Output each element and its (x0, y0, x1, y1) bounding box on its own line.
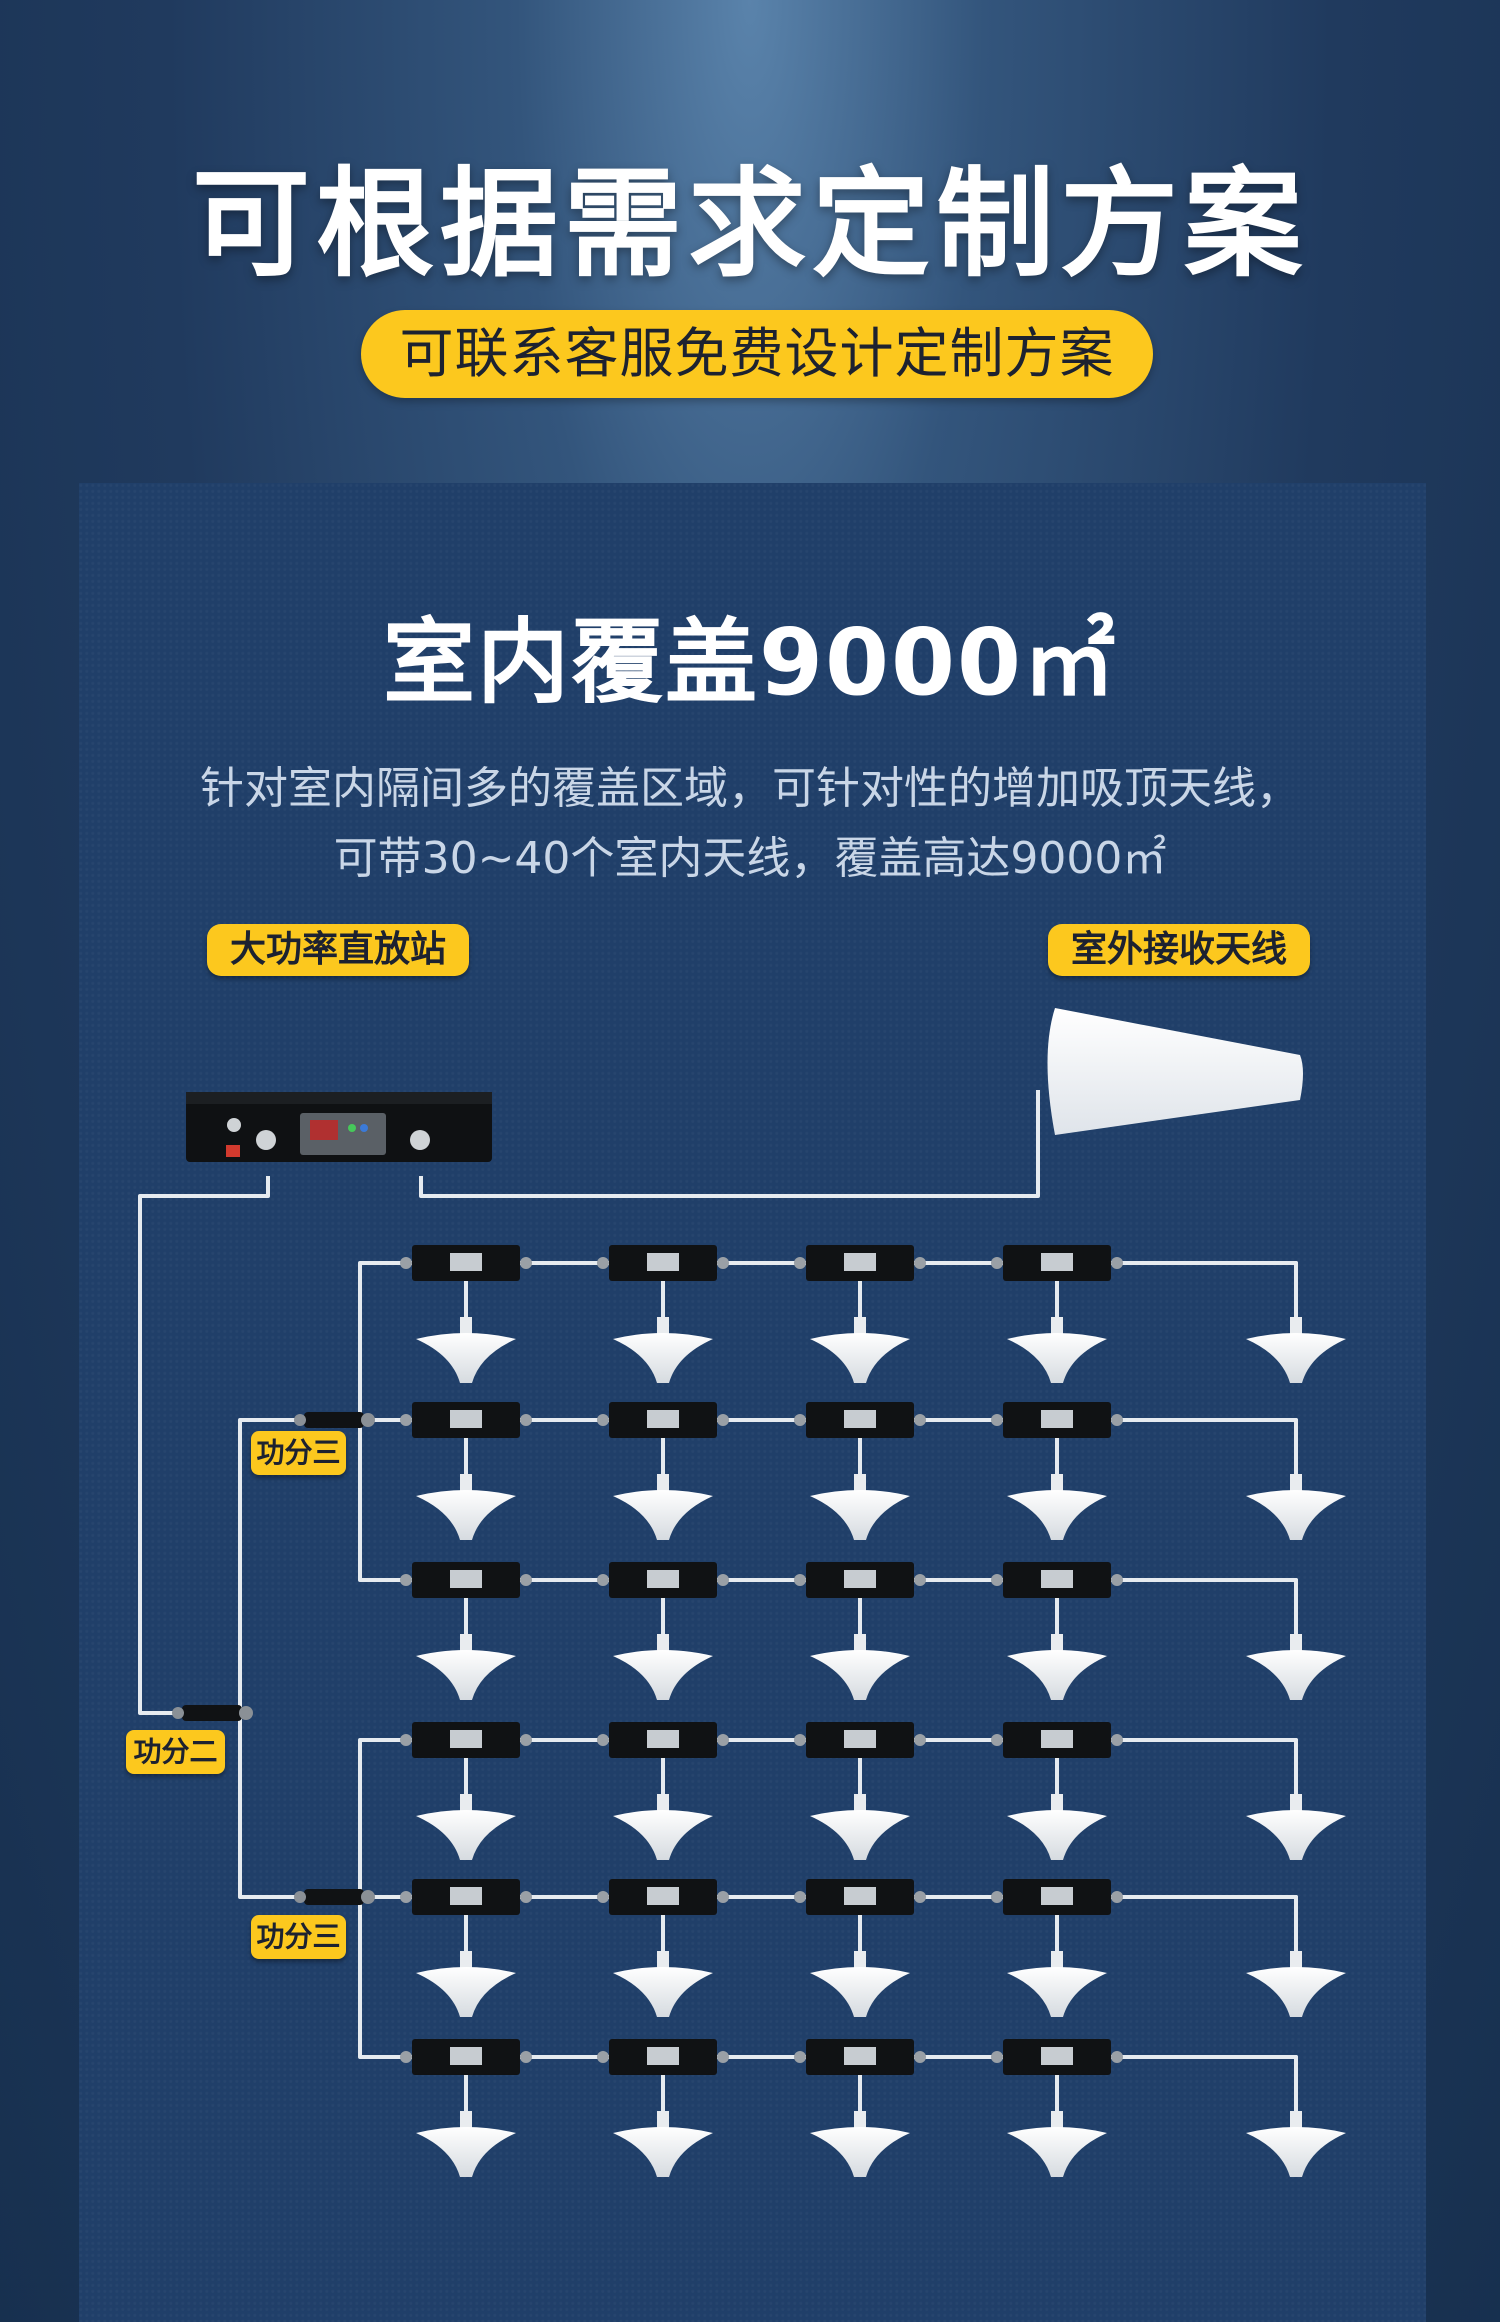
ceiling-antenna (1007, 1951, 1107, 2017)
consult-banner: 可联系客服免费设计定制方案 (361, 310, 1153, 398)
ceiling-antenna (416, 1794, 516, 1860)
label-repeater: 大功率直放站 (207, 924, 469, 976)
coupler (794, 1562, 926, 1598)
label-outdoor-antenna: 室外接收天线 (1048, 924, 1310, 976)
ceiling-antenna (613, 2111, 713, 2177)
coupler (991, 1402, 1123, 1438)
coupler (991, 1879, 1123, 1915)
ceiling-antenna (1007, 1794, 1107, 1860)
ceiling-antenna (416, 1634, 516, 1700)
repeater-device (186, 1092, 492, 1162)
coverage-title: 室内覆盖9000㎡ (382, 609, 1118, 716)
cable-splitter2-to-splitter3-bottom (238, 1713, 360, 1899)
couplers (400, 1245, 1123, 2075)
coupler (794, 1245, 926, 1281)
coverage-desc-line1: 针对室内隔间多的覆盖区域，可针对性的增加吸顶天线， (200, 763, 1300, 814)
ceiling-antenna (613, 1634, 713, 1700)
ceiling-antenna (1007, 1317, 1107, 1383)
ceiling-antenna (810, 1951, 910, 2017)
coupler (597, 1722, 729, 1758)
page-title: 可根据需求定制方案 (191, 155, 1308, 293)
ceiling-antenna (1246, 1634, 1346, 1700)
ceiling-antenna (1007, 1474, 1107, 1540)
coupler (597, 1562, 729, 1598)
coupler (991, 1245, 1123, 1281)
ceiling-antenna (810, 2111, 910, 2177)
coupler (400, 1562, 532, 1598)
coupler (400, 1402, 532, 1438)
ceiling-antennas (416, 1317, 1346, 2177)
ceiling-antenna (1246, 1794, 1346, 1860)
ceiling-antenna (613, 1317, 713, 1383)
coupler (400, 1245, 532, 1281)
coupler (400, 1722, 532, 1758)
ceiling-antenna (810, 1794, 910, 1860)
ceiling-antenna (416, 1474, 516, 1540)
coupler (794, 1879, 926, 1915)
label-splitter2: 功分二 (126, 1730, 225, 1774)
coupler (597, 1402, 729, 1438)
coupler (794, 1402, 926, 1438)
ceiling-antenna (1246, 1317, 1346, 1383)
cable-repeater-to-outdoor-antenna (419, 1090, 1040, 1198)
ceiling-antenna (416, 1317, 516, 1383)
ceiling-antenna (1007, 2111, 1107, 2177)
coverage-panel (79, 483, 1426, 2322)
splitter-3way-bottom (294, 1889, 375, 1905)
coupler (991, 2039, 1123, 2075)
coupler (597, 1879, 729, 1915)
label-splitter3-top: 功分三 (251, 1431, 346, 1475)
label-splitter3-bottom: 功分三 (251, 1915, 346, 1959)
coupler (597, 2039, 729, 2075)
ceiling-antenna (810, 1634, 910, 1700)
splitter-2way (172, 1705, 253, 1721)
splitters (172, 1412, 375, 1905)
cables (138, 1090, 1298, 2121)
ceiling-antenna (416, 1951, 516, 2017)
splitter-3way-top (294, 1412, 375, 1428)
coupler (794, 1722, 926, 1758)
coverage-desc-line2: 可带30~40个室内天线，覆盖高达9000㎡ (333, 833, 1167, 884)
cable-repeater-to-splitter2 (138, 1176, 270, 1715)
ceiling-antenna (613, 1951, 713, 2017)
ceiling-antenna (1246, 1951, 1346, 2017)
ceiling-antenna (1007, 1634, 1107, 1700)
ceiling-antenna (416, 2111, 516, 2177)
ceiling-antenna (613, 1474, 713, 1540)
coupler (794, 2039, 926, 2075)
ceiling-antenna (810, 1317, 910, 1383)
coupler (991, 1562, 1123, 1598)
coupler (597, 1245, 729, 1281)
coupler (400, 1879, 532, 1915)
outdoor-antenna (1047, 1008, 1303, 1135)
coupler (991, 1722, 1123, 1758)
ceiling-antenna (1246, 1474, 1346, 1540)
coupler (400, 2039, 532, 2075)
ceiling-antenna (810, 1474, 910, 1540)
ceiling-antenna (613, 1794, 713, 1860)
ceiling-antenna (1246, 2111, 1346, 2177)
